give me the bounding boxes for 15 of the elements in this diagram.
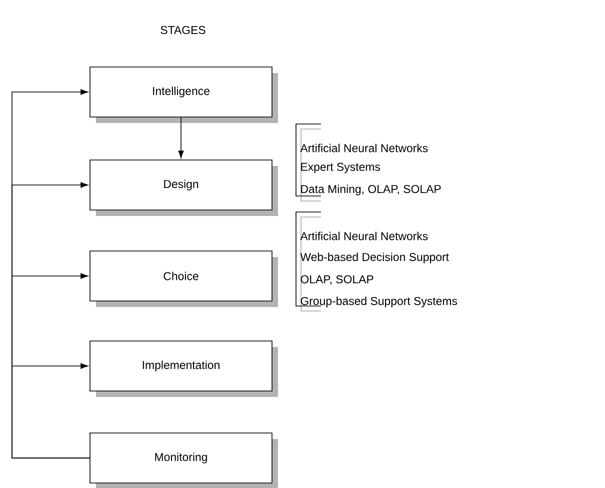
stage-box: Intelligence [90, 66, 278, 123]
stage-box: Monitoring [90, 432, 278, 488]
stage-box: Choice [90, 250, 278, 307]
list-item: Artificial Neural Networks [300, 144, 428, 152]
list-item: OLAP, SOLAP [300, 275, 374, 285]
list-item: Artificial Neural Networks [300, 232, 428, 240]
list-item: Data Mining, OLAP, SOLAP [301, 184, 441, 196]
list-item: Group-based Support Systems [300, 296, 458, 308]
list-item: Expert Systems [301, 162, 380, 174]
list-item: Web-based Decision Support [300, 252, 449, 264]
stage-box: Implementation [90, 340, 278, 397]
heading: STAGES [160, 26, 206, 34]
arrow [12, 363, 90, 458]
stage-box: Design [90, 160, 278, 216]
arrow [178, 117, 184, 158]
